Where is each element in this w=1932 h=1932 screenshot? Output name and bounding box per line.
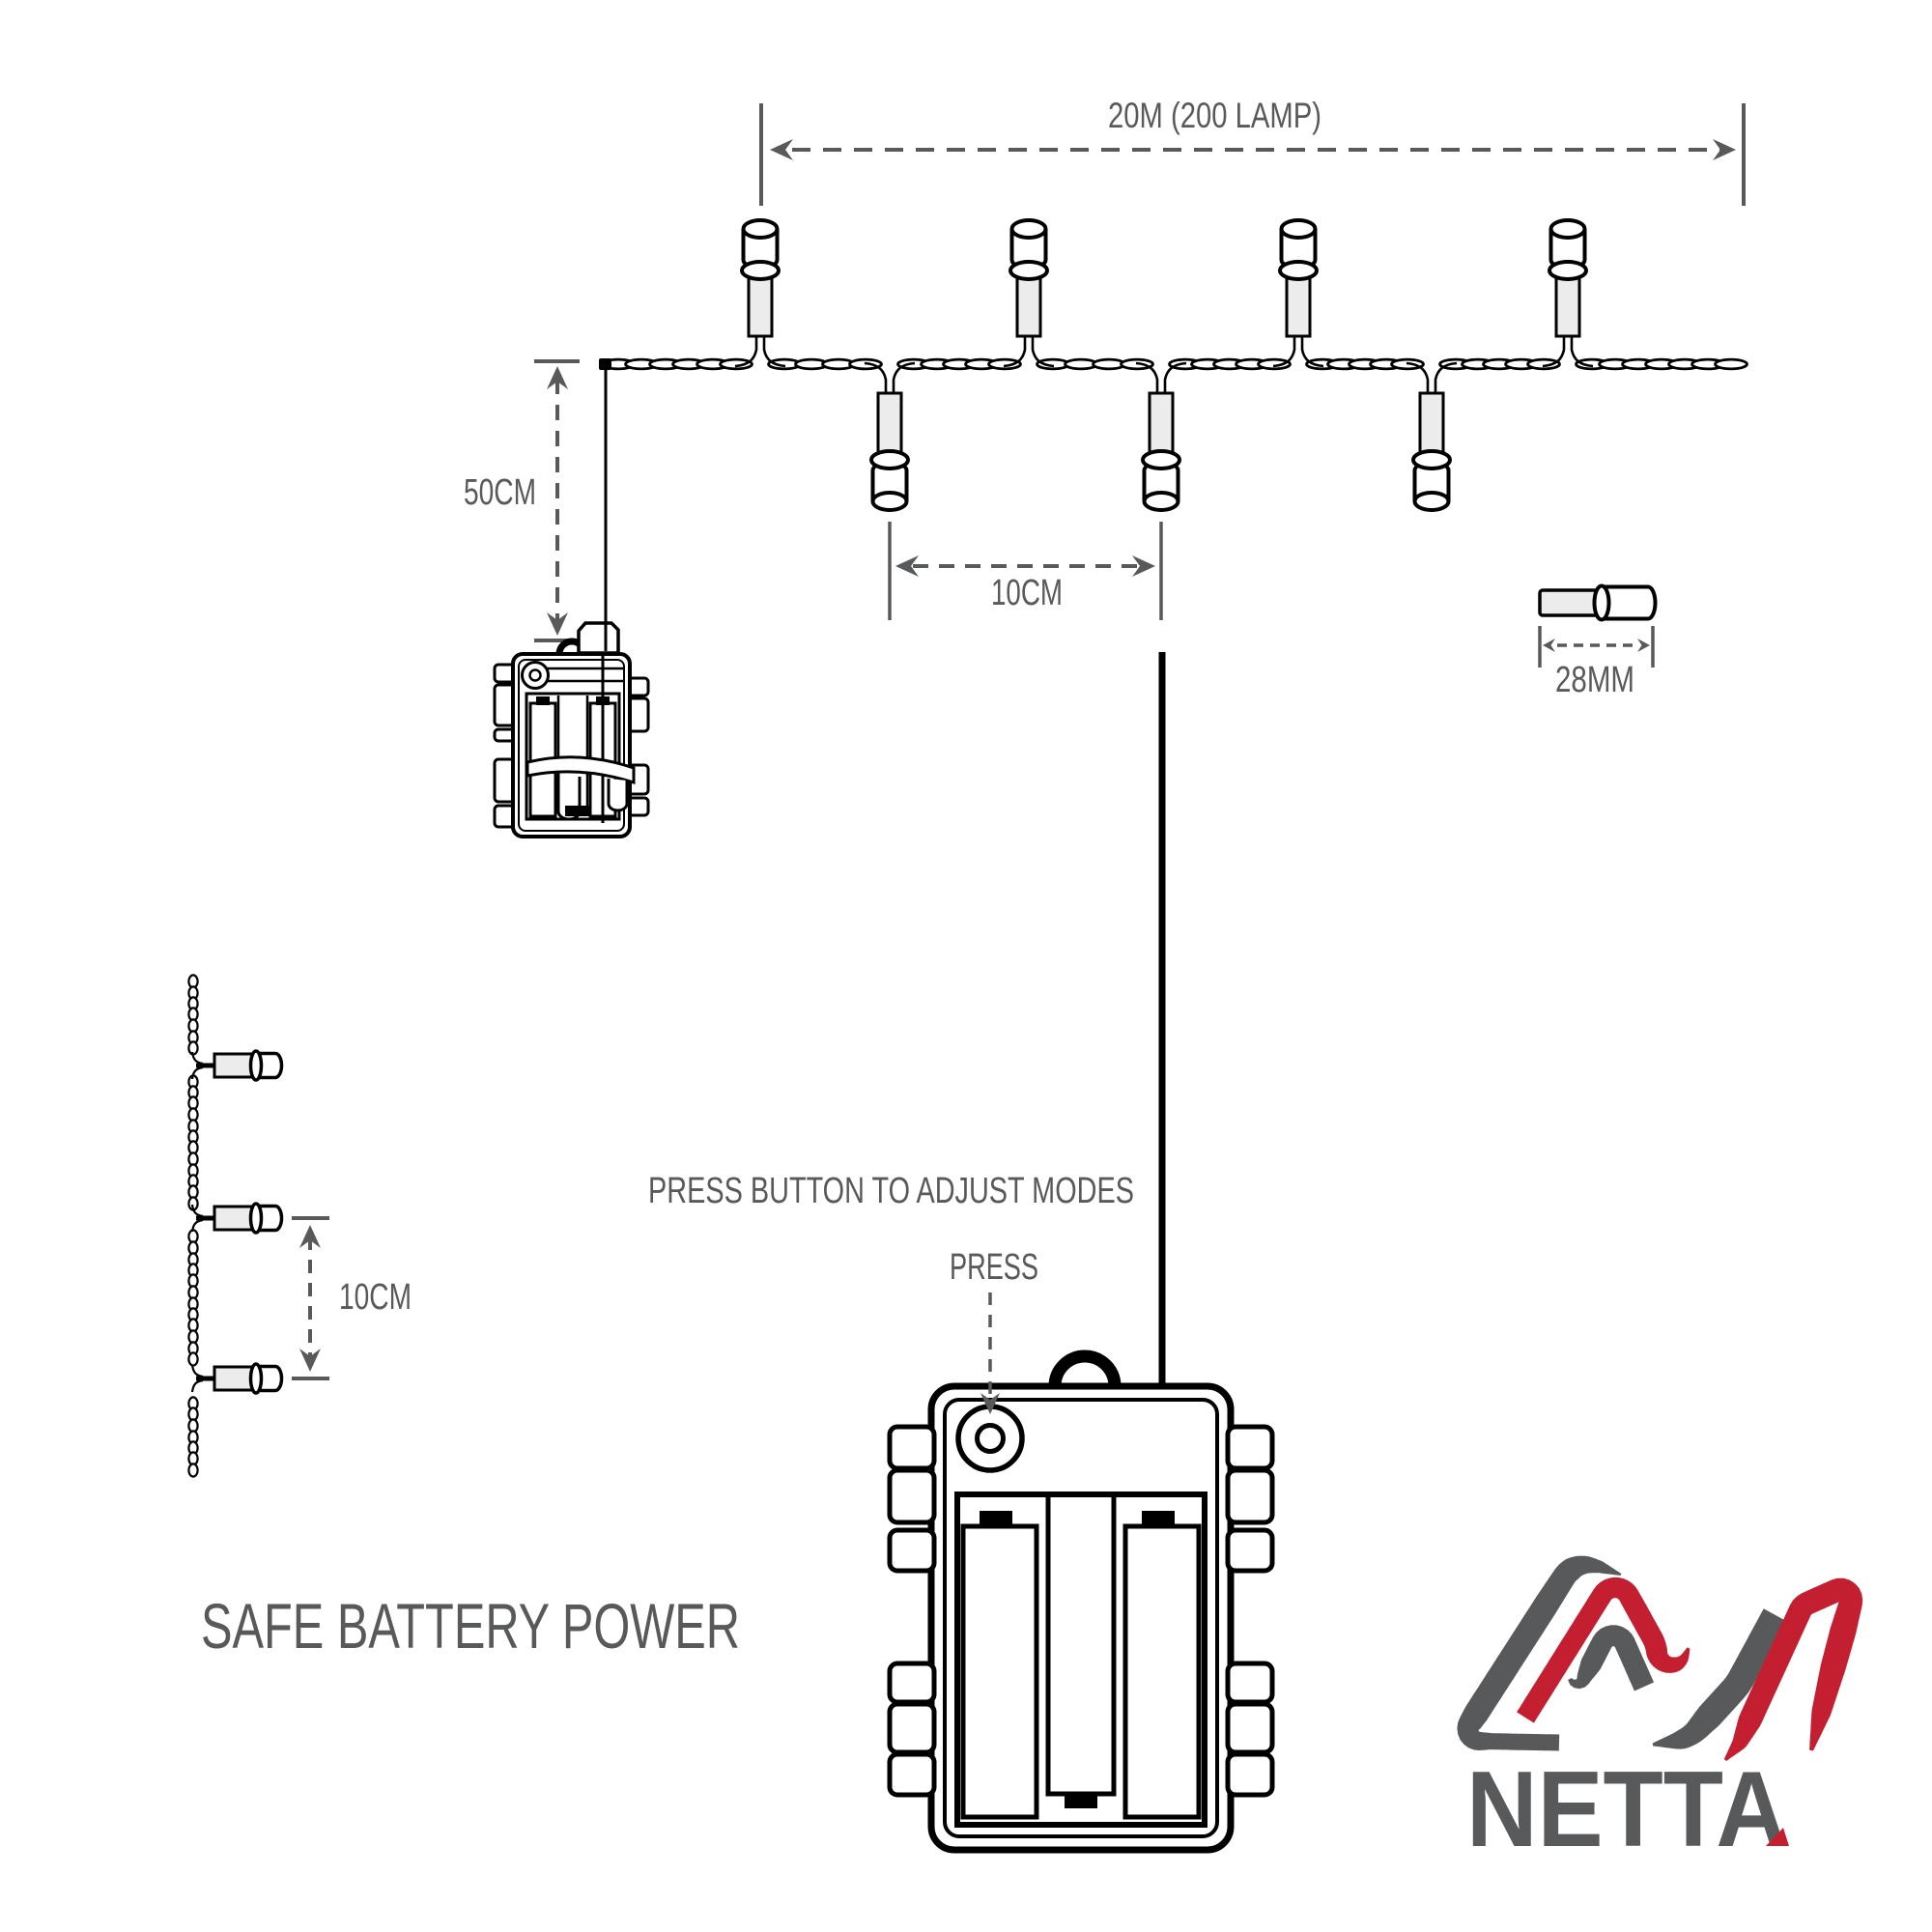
svg-text:PRESS BUTTON TO ADJUST MODES: PRESS BUTTON TO ADJUST MODES <box>648 1171 1134 1211</box>
svg-text:PRESS: PRESS <box>950 1247 1038 1288</box>
svg-text:50CM: 50CM <box>464 472 536 513</box>
svg-text:20M (200 LAMP): 20M (200 LAMP) <box>1108 96 1321 135</box>
svg-text:10CM: 10CM <box>339 1277 412 1318</box>
svg-text:10CM: 10CM <box>991 573 1063 613</box>
svg-text:NETTA: NETTA <box>1466 1749 1787 1869</box>
svg-text:28MM: 28MM <box>1555 660 1634 700</box>
svg-text:SAFE BATTERY POWER: SAFE BATTERY POWER <box>201 1590 740 1662</box>
